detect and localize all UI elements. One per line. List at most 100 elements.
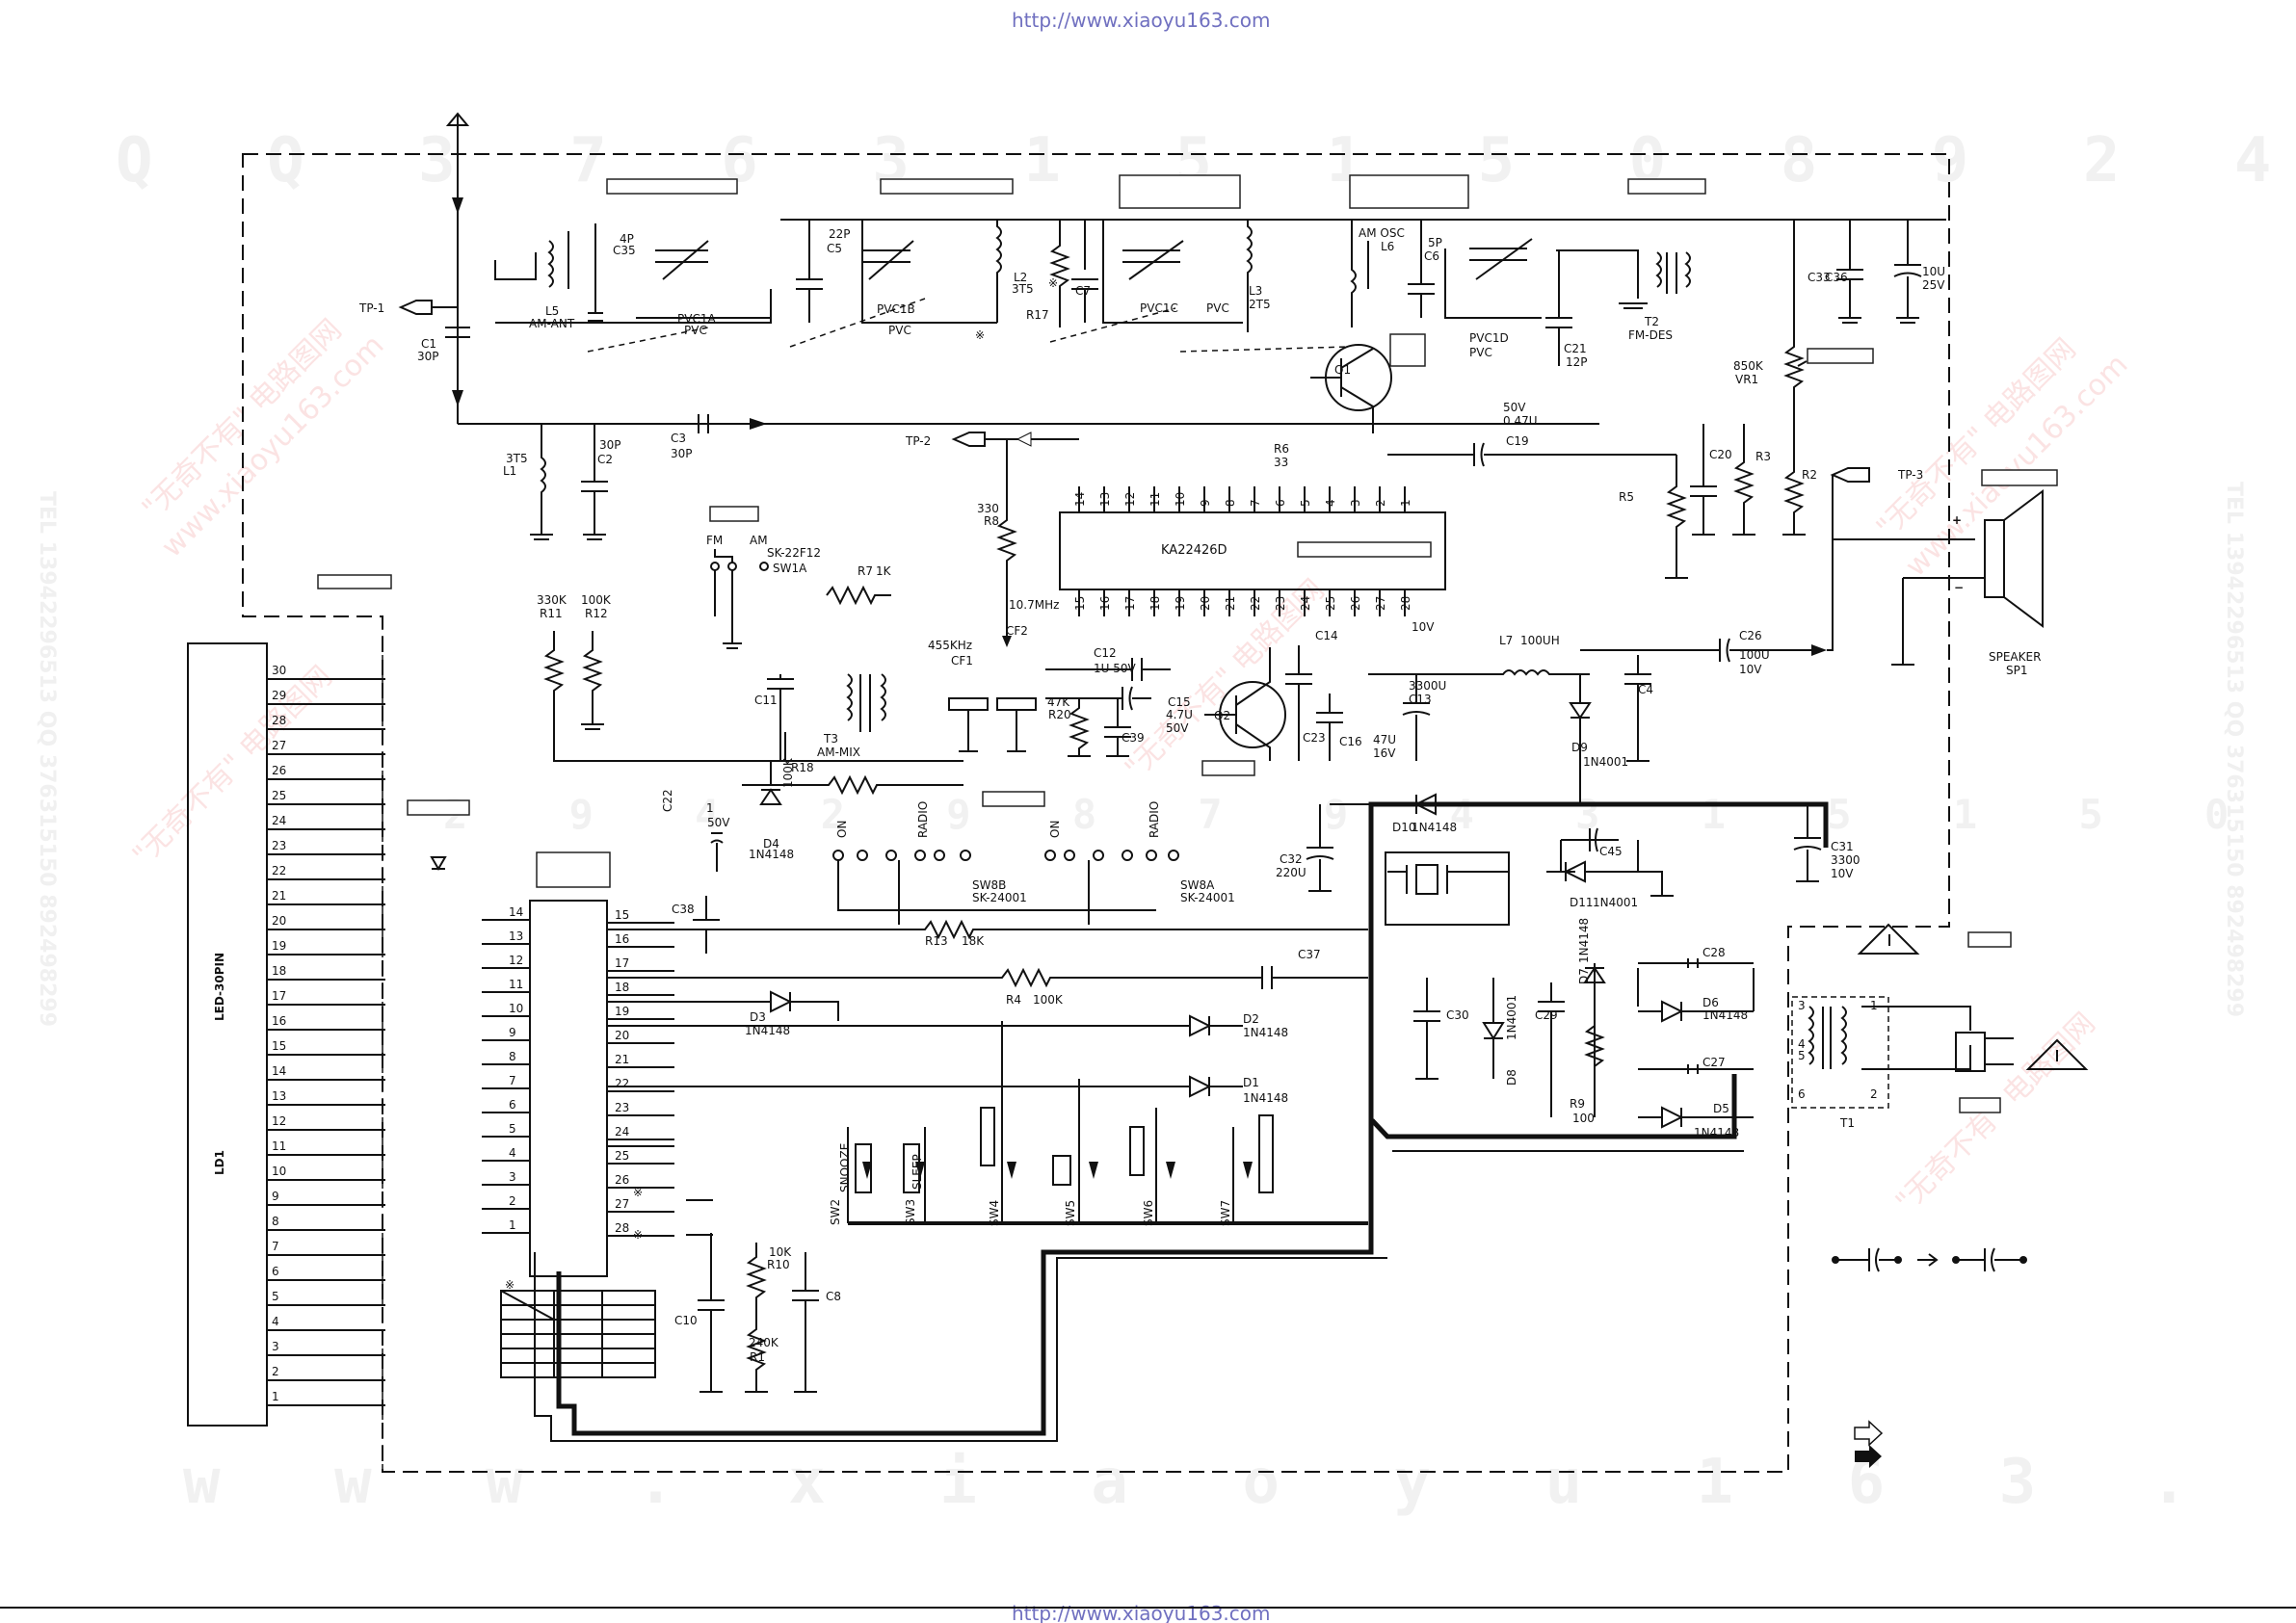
- component-label: 3T5: [1012, 282, 1034, 296]
- led-pin-label: 2: [272, 1365, 279, 1378]
- component-label: C12: [1094, 646, 1117, 660]
- led-pin-label: 10: [272, 1165, 286, 1178]
- component-label: SPEAKER: [1989, 650, 2041, 664]
- ic-pin-label: 5: [1299, 499, 1312, 507]
- component-label: L3: [1249, 284, 1262, 298]
- component-label: 100K: [781, 757, 795, 788]
- clock-ic-pin-label: 20: [615, 1029, 629, 1042]
- component-label: 100U: [1739, 648, 1770, 662]
- component-label: AM OSC: [1359, 226, 1405, 240]
- component-label: 50V: [707, 816, 730, 829]
- ic-pin-label: 16: [1098, 596, 1112, 611]
- clock-ic-pin-label: 6: [509, 1098, 516, 1112]
- component-label: VR1: [1735, 373, 1758, 386]
- clock-ic-pin-label: 28: [615, 1221, 629, 1235]
- watermark: Q Q 3 7 6 3 1 5 1 5 0 8 9 2 4 9 8 2 9 9 …: [35, 125, 2296, 1518]
- led-pin-label: 14: [272, 1064, 286, 1078]
- component-label: R13: [925, 934, 948, 948]
- component-label: FM-DES: [1628, 328, 1673, 342]
- component-label: C4: [1638, 683, 1653, 696]
- component-label: C2: [597, 453, 613, 466]
- component-label: CF1: [951, 654, 973, 668]
- component-label: 10.7MHz: [1009, 598, 1059, 612]
- clock-ic-pin-label: 9: [509, 1026, 516, 1039]
- led-pin-label: 18: [272, 964, 286, 978]
- led-pin-label: 29: [272, 689, 286, 702]
- watermark-right-vertical: TEL 13942296513 QQ 376315150 892498299: [2222, 482, 2246, 1017]
- clock-ic-pin-label: 15: [615, 908, 629, 922]
- component-label: C6: [1424, 249, 1439, 263]
- ic-pin-label: 13: [1098, 492, 1112, 507]
- clock-ic-pin-label: 23: [615, 1101, 629, 1114]
- component-label: SK-22F12: [767, 546, 821, 560]
- url-bottom[interactable]: http://www.xiaoyu163.com: [1012, 1602, 1271, 1623]
- watermark-mid-digits: 2 9 4 2 9 8 7 9 4 3 1 5 1 5 0: [443, 791, 2267, 838]
- component-label: 50V: [1166, 721, 1189, 735]
- svg-text:+: +: [1952, 513, 1962, 527]
- component-label: C7: [1075, 284, 1091, 298]
- clock-ic-pin-label: 7: [509, 1074, 516, 1087]
- component-label: 4P: [620, 232, 634, 246]
- url-top[interactable]: http://www.xiaoyu163.com: [1012, 9, 1271, 32]
- component-label: 12P: [1566, 355, 1588, 369]
- component-label: 1U 50V: [1094, 662, 1137, 675]
- ic-pin-label: 9: [1199, 499, 1212, 507]
- component-label: R5: [1619, 490, 1634, 504]
- component-label: 1N4001: [1593, 896, 1638, 909]
- component-label: 455KHz: [928, 639, 972, 652]
- component-label: PVC: [1469, 346, 1492, 359]
- label-boxes: [317, 174, 2058, 1113]
- led-display-type: LED-30PIN: [213, 953, 226, 1021]
- component-label: L7: [1499, 634, 1513, 647]
- component-label: SK-24001: [1180, 891, 1235, 904]
- component-label: AM-MIX: [817, 746, 860, 759]
- component-label: C13: [1409, 693, 1432, 706]
- component-label: PVC: [684, 324, 707, 337]
- led-pin-label: 12: [272, 1114, 286, 1128]
- component-label: 10V: [1831, 867, 1854, 880]
- clock-ic-pin-label: 13: [509, 929, 523, 943]
- component-label: Q1: [1334, 363, 1351, 377]
- component-label: 47K: [1047, 695, 1070, 709]
- display-section: LED-30PIN LD1 30292827262524232221201918…: [187, 616, 1829, 1472]
- component-label: 330: [977, 502, 999, 515]
- clock-ic-pin-label: 12: [509, 954, 523, 967]
- component-label: SNOOZE: [838, 1143, 852, 1192]
- component-label: C29: [1535, 1008, 1558, 1022]
- ic-pin-label: 14: [1073, 492, 1087, 507]
- ic-pin-label: 28: [1399, 596, 1412, 611]
- component-label: PVC1D: [1469, 331, 1509, 345]
- component-label: 240K: [749, 1336, 779, 1349]
- component-label: C11: [754, 694, 778, 707]
- ic-pin-label: 17: [1123, 596, 1137, 611]
- component-label: C37: [1298, 948, 1321, 961]
- led-pin-label: 21: [272, 889, 286, 903]
- component-label: L2: [1014, 271, 1027, 284]
- component-label: C32: [1280, 852, 1303, 866]
- ic-pin-label: 2: [1374, 499, 1387, 507]
- component-label: SW7: [1219, 1200, 1232, 1226]
- component-label: C30: [1446, 1008, 1469, 1022]
- if-section: +−: [543, 424, 2044, 872]
- rf-section: [398, 112, 1946, 540]
- component-label: 1N4148: [745, 1024, 790, 1037]
- component-label: 330K: [537, 593, 567, 607]
- component-label: SW5: [1064, 1200, 1077, 1226]
- watermark-chinese-3: "无奇不有" 电路图网: [126, 660, 339, 873]
- component-label: R7: [858, 564, 873, 578]
- component-label: ※: [975, 328, 985, 342]
- clock-ic-pin-label: 8: [509, 1050, 516, 1063]
- component-label: C5: [827, 242, 842, 255]
- component-label: 18K: [962, 934, 985, 948]
- component-label: D1: [1243, 1076, 1259, 1089]
- clock-ic-pin-label: 25: [615, 1149, 629, 1163]
- led-pin-label: 1: [272, 1390, 279, 1403]
- component-label: PVC1A: [677, 312, 716, 326]
- component-label: C39: [1122, 731, 1145, 745]
- component-label: D5: [1713, 1102, 1729, 1115]
- component-label: SW3: [904, 1199, 917, 1225]
- svg-text:−: −: [1954, 581, 1964, 594]
- led-pin-label: 7: [272, 1240, 279, 1253]
- component-label: C16: [1339, 735, 1362, 748]
- component-label: SW6: [1142, 1200, 1155, 1226]
